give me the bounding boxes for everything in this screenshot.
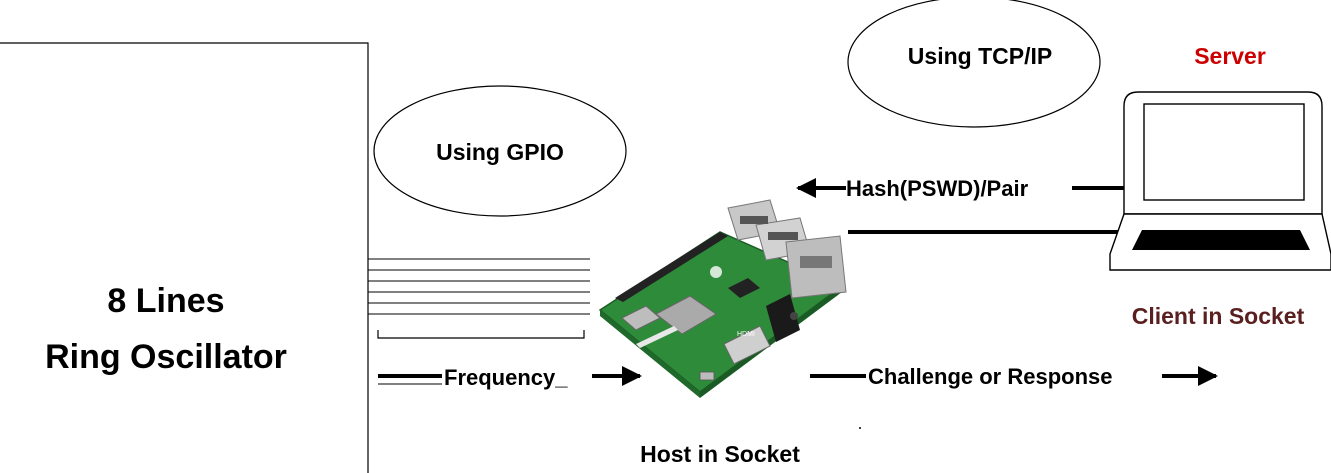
ring-oscillator-box xyxy=(0,42,369,473)
audio-jack-hole xyxy=(790,312,798,320)
ring-oscillator-title-line2: Ring Oscillator xyxy=(45,338,287,376)
display-connector xyxy=(636,326,678,348)
ring-oscillator-title-line1: 8 Lines xyxy=(107,282,224,320)
laptop-screen xyxy=(1143,103,1305,201)
hdmi-text: HDMI xyxy=(737,331,755,338)
gpio-bubble xyxy=(373,85,627,217)
laptop-icon xyxy=(1109,91,1331,271)
stray-dot xyxy=(859,427,861,429)
raspberry-pi-board: HDMI xyxy=(598,199,847,398)
tcp-bubble-label: Using TCP/IP xyxy=(908,43,1052,69)
gpio-bubble-label: Using GPIO xyxy=(436,139,564,165)
bus-bracket xyxy=(377,330,585,339)
hash-label: Hash(PSWD)/Pair xyxy=(846,176,1029,201)
server-label: Server xyxy=(1194,43,1266,69)
client-label: Client in Socket xyxy=(1132,303,1305,329)
gpio-header xyxy=(615,232,728,302)
wifi-chip xyxy=(621,305,661,331)
micro-usb-port xyxy=(699,371,715,381)
usb-controller-chip xyxy=(728,278,760,298)
host-label: Host in Socket xyxy=(640,441,800,467)
challenge-label: Challenge or Response xyxy=(868,364,1113,389)
board-edge xyxy=(600,310,700,398)
hdmi-port xyxy=(723,325,771,365)
frequency-label: Frequency_ xyxy=(444,365,568,390)
laptop-keyboard xyxy=(1132,230,1310,250)
tcp-bubble xyxy=(847,0,1101,128)
raspberry-logo xyxy=(710,266,722,278)
board-edge-right xyxy=(700,286,842,398)
audio-jack xyxy=(766,294,800,342)
gpio-bus-lines xyxy=(368,258,590,315)
